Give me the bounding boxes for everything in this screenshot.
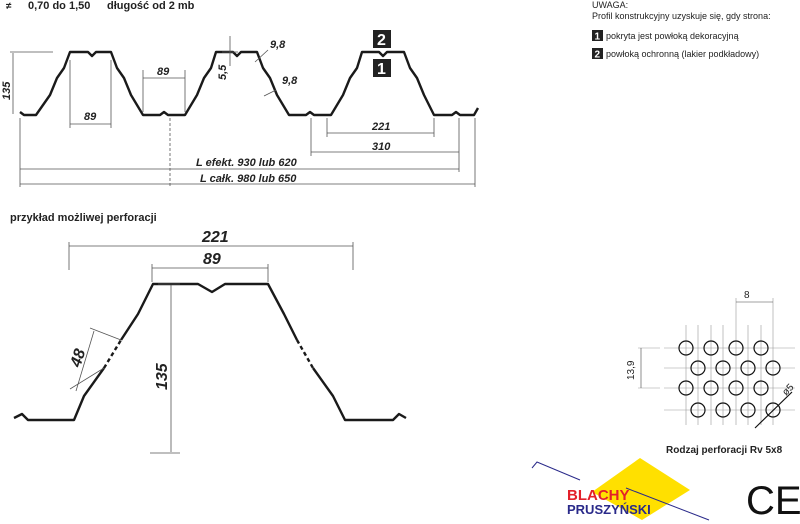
- notch-label: 5,5: [217, 64, 229, 80]
- perf-221-label: 221: [201, 229, 229, 246]
- badge-1: [592, 30, 603, 41]
- svg-text:1: 1: [595, 32, 601, 43]
- crest-width-label: 89: [84, 111, 97, 123]
- l-efekt-label: L efekt. 930 lub 620: [196, 157, 298, 169]
- thickness-symbol: ≠: [6, 1, 12, 12]
- valley-width-label: 89: [157, 66, 170, 78]
- svg-text:1: 1: [377, 61, 386, 78]
- side-badge-2: [373, 30, 391, 48]
- pitch-310-label: 310: [372, 141, 391, 153]
- dimension-lines: [10, 36, 476, 187]
- angle-label-1: 9,8: [270, 39, 286, 51]
- perf-135-label: 135: [154, 362, 171, 390]
- grid-pitch-label: 8: [744, 290, 750, 301]
- note-subtitle: Profil konstrukcyjny uzyskuje się, gdy s…: [592, 11, 771, 21]
- perforated-profile: [13, 367, 105, 422]
- perf-89-label: 89: [203, 251, 221, 268]
- thickness-range: 0,70 do 1,50: [28, 0, 90, 12]
- note-item-1: pokryta jest powłoką dekoracyjną: [606, 31, 739, 41]
- svg-text:2: 2: [595, 50, 601, 61]
- hole-diameter-label: ø5: [780, 382, 796, 398]
- svg-text:BLACHY: BLACHY: [567, 487, 630, 504]
- length-text: długość od 2 mb: [107, 0, 195, 12]
- angle-label-2: 9,8: [282, 75, 298, 87]
- badge-2: [592, 48, 603, 59]
- holes: [678, 340, 781, 418]
- grid-caption: Rodzaj perforacji Rv 5x8: [666, 445, 783, 456]
- svg-text:PRUSZYŃSKI: PRUSZYŃSKI: [567, 502, 651, 517]
- note-title: UWAGA:: [592, 0, 628, 10]
- perf-48-label: 48: [67, 347, 89, 370]
- perforation-title: przykład możliwej perforacji: [10, 212, 157, 224]
- company-logo: BLACHY PRUSZYŃSKI: [531, 458, 710, 521]
- l-calk-label: L całk. 980 lub 650: [200, 173, 297, 185]
- ce-mark: CE: [746, 479, 800, 523]
- grid-row-pitch-label: 13,9: [626, 360, 637, 380]
- svg-text:2: 2: [377, 32, 386, 49]
- pitch-221-label: 221: [371, 121, 390, 133]
- note-item-2: powłoką ochronną (lakier podkładowy): [606, 49, 759, 59]
- height-label: 135: [1, 81, 13, 100]
- side-badge-1: [373, 59, 391, 77]
- trapezoid-profile: [19, 50, 480, 117]
